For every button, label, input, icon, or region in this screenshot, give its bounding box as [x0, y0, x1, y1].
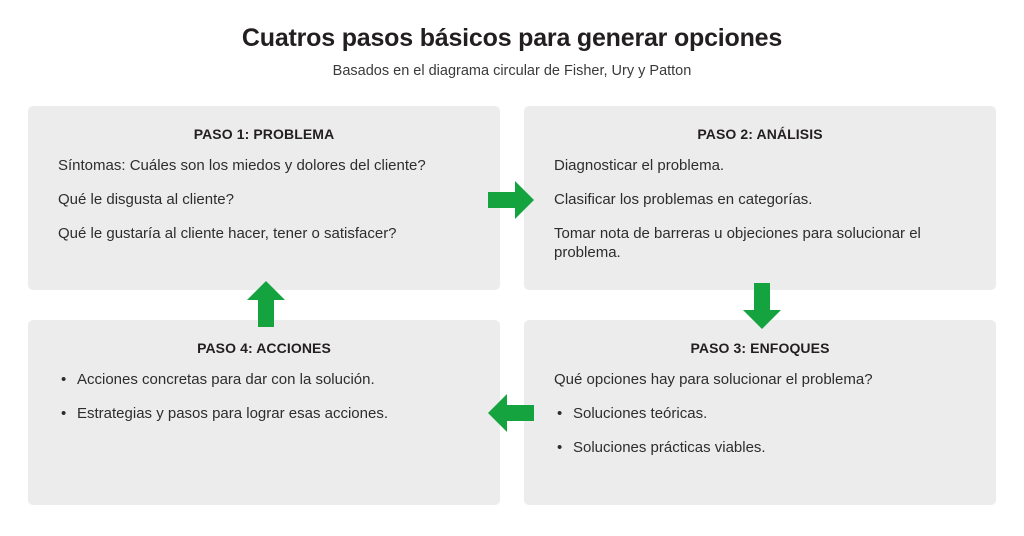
page-subtitle: Basados en el diagrama circular de Fishe… [332, 62, 692, 79]
panel-step-1-title: PASO 1: PROBLEMA [193, 126, 335, 142]
list-item: Soluciones teóricas. [554, 404, 966, 424]
arrow-down-icon [741, 283, 783, 329]
panel-step-2: PASO 2: ANÁLISIS Diagnosticar el problem… [524, 106, 996, 290]
list-item: Estrategias y pasos para lograr esas acc… [58, 404, 470, 424]
panel-step-2-lines: Diagnosticar el problema. Clasificar los… [554, 156, 966, 263]
list-item: Diagnosticar el problema. [554, 157, 725, 174]
panel-step-4-lines: Acciones concretas para dar con la soluc… [58, 370, 470, 424]
panel-step-2-title: PASO 2: ANÁLISIS [697, 126, 823, 142]
panel-step-3-lines: Qué opciones hay para solucionar el prob… [554, 370, 966, 457]
list-item: Qué le disgusta al cliente? [58, 190, 234, 208]
arrow-right-icon [488, 179, 534, 221]
panel-step-4-title: PASO 4: ACCIONES [197, 340, 331, 356]
panel-step-3-title: PASO 3: ENFOQUES [690, 340, 830, 356]
list-item: Qué opciones hay para solucionar el prob… [554, 371, 873, 388]
panel-step-4: PASO 4: ACCIONES Acciones concretas para… [28, 320, 500, 505]
list-item: Acciones concretas para dar con la soluc… [58, 370, 470, 390]
arrow-up-icon [245, 281, 287, 327]
page-title: Cuatros pasos básicos para generar opcio… [241, 24, 783, 52]
steps-grid: PASO 1: PROBLEMA Síntomas: Cuáles son lo… [28, 106, 996, 505]
panel-step-1: PASO 1: PROBLEMA Síntomas: Cuáles son lo… [28, 106, 500, 290]
list-item: Tomar nota de barreras u objeciones para… [554, 224, 921, 262]
list-item: Soluciones prácticas viables. [554, 438, 966, 458]
arrow-left-icon [488, 392, 534, 434]
list-item: Qué le gustaría al cliente hacer, tener … [58, 224, 397, 242]
list-item: Clasificar los problemas en categorías. [554, 190, 813, 208]
list-item: Síntomas: Cuáles son los miedos y dolore… [58, 157, 426, 174]
panel-step-3: PASO 3: ENFOQUES Qué opciones hay para s… [524, 320, 996, 505]
diagram-header: Cuatros pasos básicos para generar opcio… [0, 0, 1024, 79]
panel-step-1-lines: Síntomas: Cuáles son los miedos y dolore… [58, 156, 470, 243]
